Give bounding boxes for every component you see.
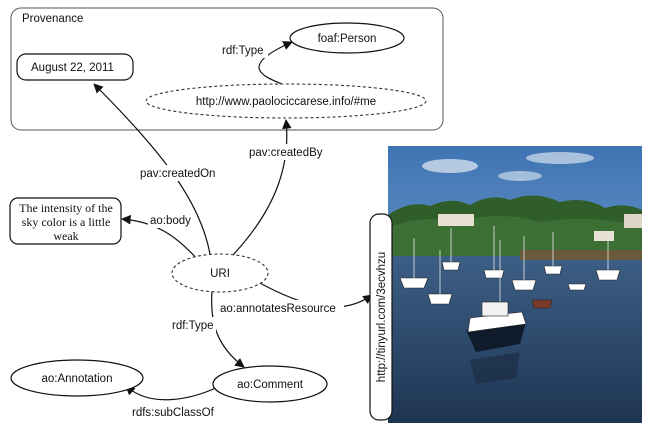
- body-text-line-3: weak: [53, 229, 78, 243]
- harbor-photo: [388, 146, 642, 423]
- node-date: August 22, 2011: [16, 53, 134, 81]
- edge-labels: pav:createdOn pav:createdBy ao:body ao:a…: [130, 42, 344, 420]
- edges: [93, 41, 373, 401]
- edge-person-type: [258, 41, 293, 85]
- node-body-text: The intensity of the sky color is a litt…: [9, 197, 122, 245]
- edge-body: [121, 214, 201, 263]
- edge-created-by: [231, 119, 292, 257]
- label-type: rdf:Type: [172, 320, 214, 332]
- label-person-type: rdf:Type: [222, 45, 264, 57]
- label-subclass-of: rdfs:subClassOf: [132, 407, 215, 419]
- node-annotation: ao:Annotation: [10, 359, 144, 397]
- comment-label: ao:Comment: [237, 379, 304, 391]
- label-created-by: pav:createdBy: [249, 147, 323, 159]
- label-body: ao:body: [150, 215, 191, 227]
- annotation-label: ao:Annotation: [42, 373, 113, 385]
- date-literal: August 22, 2011: [31, 62, 114, 74]
- node-uri: URI: [171, 253, 269, 293]
- body-text-line-1: The intensity of the: [19, 201, 113, 215]
- node-creator-uri: http://www.paolociccarese.info/#me: [145, 83, 427, 119]
- body-text-line-2: sky color is a little: [22, 215, 111, 229]
- resource-url-label: http://tinyurl.com/3ecvhzu: [376, 252, 388, 382]
- uri-label: URI: [210, 268, 230, 280]
- edge-type: [211, 290, 245, 368]
- provenance-title: Provenance: [22, 13, 83, 25]
- node-resource-url: http://tinyurl.com/3ecvhzu: [369, 213, 393, 421]
- label-created-on: pav:createdOn: [140, 168, 215, 180]
- foaf-person-label: foaf:Person: [318, 33, 377, 45]
- creator-uri-label: http://www.paolociccarese.info/#me: [196, 96, 376, 108]
- node-comment: ao:Comment: [212, 365, 328, 403]
- edge-subclass-of: [125, 385, 219, 401]
- node-foaf-person: foaf:Person: [289, 22, 405, 54]
- label-annotates-resource: ao:annotatesResource: [220, 303, 336, 315]
